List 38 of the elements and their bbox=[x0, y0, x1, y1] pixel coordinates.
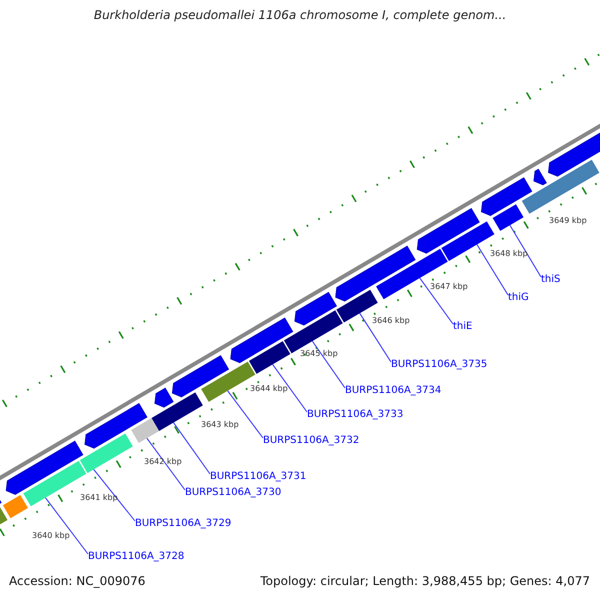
genome-info-text: Topology: circular; Length: 3,988,455 bp; Genes: 4,077 bbox=[260, 574, 590, 588]
leader-line bbox=[476, 244, 508, 296]
leader-line bbox=[419, 278, 454, 324]
position-label: 3648 kbp bbox=[490, 249, 528, 259]
gene-label: BURPS1106A_3734 bbox=[345, 385, 442, 397]
gene-label: thiG bbox=[508, 292, 529, 304]
leader-line bbox=[172, 422, 210, 474]
gene-label: thiE bbox=[453, 321, 472, 333]
leader-line bbox=[359, 312, 392, 362]
position-label: 3641 kbp bbox=[80, 493, 118, 503]
gene-label: thiS bbox=[541, 274, 560, 286]
leader-line bbox=[509, 224, 542, 278]
gene-label: BURPS1106A_3735 bbox=[391, 359, 488, 371]
position-label: 3643 kbp bbox=[201, 420, 239, 430]
leader-line bbox=[146, 438, 186, 490]
position-label: 3640 kbp bbox=[32, 531, 70, 541]
gene-label: BURPS1106A_3731 bbox=[210, 471, 306, 483]
position-label: 3644 kbp bbox=[250, 384, 288, 394]
gene-label: BURPS1106A_3728 bbox=[88, 551, 184, 563]
position-label: 3647 kbp bbox=[430, 282, 468, 292]
position-label: 3649 kbp bbox=[549, 216, 587, 226]
leader-line bbox=[44, 497, 88, 554]
position-label: 3646 kbp bbox=[372, 316, 410, 326]
accession-text: Accession: NC_009076 bbox=[9, 574, 146, 588]
gene-label: BURPS1106A_3730 bbox=[185, 487, 282, 499]
position-label: 3642 kbp bbox=[144, 457, 182, 467]
gene-label: BURPS1106A_3732 bbox=[263, 435, 360, 447]
leader-line bbox=[312, 340, 346, 388]
gene-label: BURPS1106A_3729 bbox=[135, 518, 232, 530]
gene-label: BURPS1106A_3733 bbox=[307, 409, 404, 421]
gene-bar bbox=[248, 341, 290, 374]
leader-line bbox=[93, 468, 136, 522]
position-label: 3645 kbp bbox=[300, 349, 338, 359]
gene-bar bbox=[131, 418, 160, 443]
title: Burkholderia pseudomallei 1106a chromosome I, complete genom... bbox=[92, 8, 508, 22]
gene-bar bbox=[492, 204, 524, 231]
leader-line bbox=[227, 390, 264, 438]
leader-line bbox=[272, 364, 308, 412]
